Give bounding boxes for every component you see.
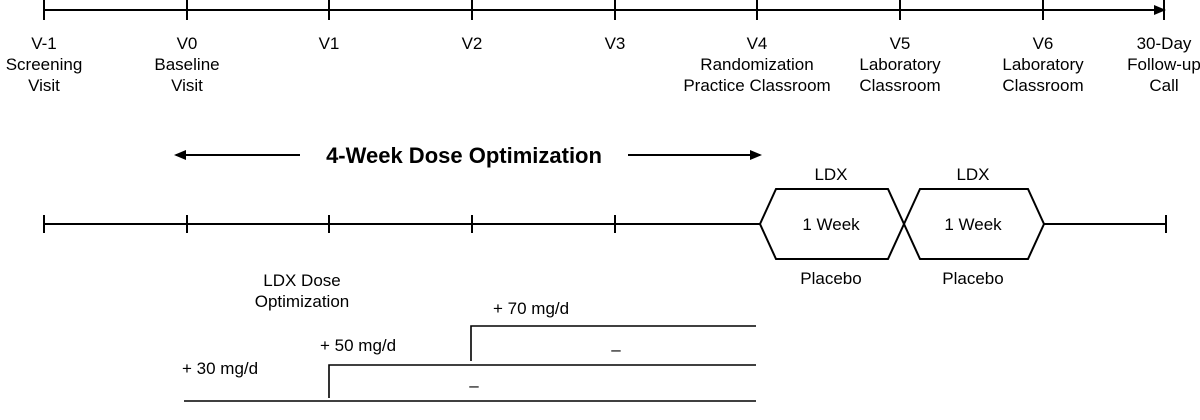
period-2-bottom-label: Placebo [942,269,1003,288]
visit-description-label: Visit [171,76,203,95]
second-timeline-ticks [43,215,1167,233]
dose-optimization-title: 4-Week Dose Optimization [326,143,602,168]
visit-code-label: V4 [747,34,768,53]
visit-description-label: Follow-up [1127,55,1200,74]
crossover-period-2-hexagon [902,188,1046,260]
dose-step-70-mark: – [611,340,621,359]
visit-code-label: V-1 [31,34,57,53]
visit-description-label: Laboratory [1002,55,1084,74]
visit-code-label: V0 [177,34,198,53]
period-2-top-label: LDX [956,165,989,184]
dose-step-70-label: + 70 mg/d [493,299,569,318]
visit-description-label: Visit [28,76,60,95]
dose-step-50-line [328,364,756,398]
visit-code-label: V5 [890,34,911,53]
visit-description-label: Laboratory [859,55,941,74]
visit-code-label: 30-Day [1137,34,1192,53]
dose-step-50-mark: – [469,376,479,395]
visit-code-label: V1 [319,34,340,53]
dose-step-30-label: + 30 mg/d [182,359,258,378]
dose-step-70-line [470,325,756,361]
visit-description-label: Call [1149,76,1178,95]
visit-code-label: V3 [605,34,626,53]
visit-description-label: Randomization [700,55,813,74]
visit-description-label: Practice Classroom [683,76,830,95]
period-2-center-label: 1 Week [944,215,1002,234]
visit-description-label: Screening [6,55,83,74]
visit-description-label: Classroom [859,76,940,95]
period-1-top-label: LDX [814,165,847,184]
visit-code-label: V2 [462,34,483,53]
period-1-center-label: 1 Week [802,215,860,234]
dose-step-50-label: + 50 mg/d [320,336,396,355]
dose-section-title-line-1: LDX Dose [263,271,340,290]
visit-code-label: V6 [1033,34,1054,53]
dose-section-title-line-2: Optimization [255,292,349,311]
period-1-bottom-label: Placebo [800,269,861,288]
top-timeline-ticks [43,0,1165,20]
visit-description-label: Classroom [1002,76,1083,95]
visit-description-label: Baseline [154,55,219,74]
